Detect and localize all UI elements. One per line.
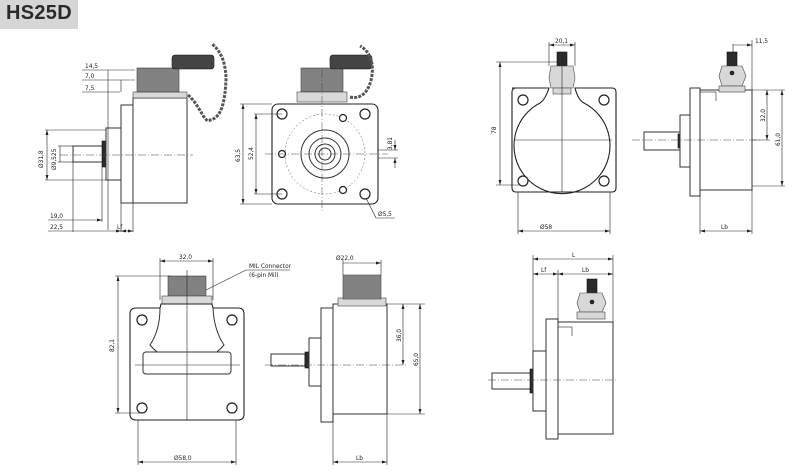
- dim-7-5: 7,5: [85, 84, 95, 92]
- side-view-gland: 11,5 32,0 61,0 Lb: [632, 37, 785, 234]
- flange: [120, 104, 134, 204]
- dim-dia-58-0: Ø58,0: [174, 454, 192, 462]
- dim-82-1: 82,1: [108, 339, 116, 352]
- dim-lb: Lb: [356, 454, 363, 462]
- dim-52-4: 52,4: [247, 147, 255, 160]
- dim-lb: Lb: [582, 266, 589, 274]
- mount-hole: [359, 188, 371, 200]
- dim-14-5: 14,5: [85, 62, 98, 70]
- dim-78: 78: [490, 126, 498, 134]
- dim-63-5: 63,5: [234, 149, 242, 162]
- chain: [186, 42, 228, 123]
- title-badge: HS25D: [0, 0, 78, 29]
- mil-connector: [136, 67, 180, 93]
- front-view-chain: 63,5 52,4 3,81 Ø5,5: [234, 44, 398, 219]
- side-view-chain: 14,5 7,0 7,5 Ø31,8 Ø9,525 19,0 22,5 Lf: [37, 42, 228, 233]
- dim-32-0: 32,0: [179, 253, 192, 261]
- dim-dia-58: Ø58: [540, 223, 552, 231]
- shaft-collar: [101, 140, 107, 168]
- mil-callout-line2: (6-pin Mil): [249, 271, 279, 279]
- dim-65-0: 65,0: [412, 353, 420, 366]
- mil-callout-line1: MIL Connector: [249, 262, 292, 270]
- dim-dia-22-0: Ø22,0: [336, 254, 354, 262]
- shaft: [72, 145, 104, 163]
- side-view-mil: Ø22,0 36,0 65,0 Lb: [265, 254, 425, 465]
- dim-19-0: 19,0: [50, 212, 63, 220]
- front-view-mil: 32,0 82,1 MIL Connector (6-pin Mil) Ø58,…: [108, 253, 292, 465]
- housing: [132, 97, 188, 204]
- dim-dia-9-525: Ø9,525: [50, 148, 58, 170]
- dim-7-0: 7,0: [85, 72, 95, 80]
- dim-lf: Lf: [117, 223, 123, 231]
- dim-l: L: [572, 251, 576, 259]
- dim-61-0: 61,0: [774, 133, 782, 146]
- dim-32-0: 32,0: [759, 109, 767, 122]
- dim-20-1: 20,1: [555, 37, 568, 45]
- dim-11-5: 11,5: [755, 37, 768, 45]
- chain: [349, 44, 374, 100]
- dim-dia-31-8: Ø31,8: [37, 150, 45, 168]
- model-title: HS25D: [6, 2, 72, 24]
- mount-hole: [359, 108, 371, 120]
- side-view-length: L Lf Lb: [488, 251, 618, 440]
- dim-3-81: 3,81: [386, 137, 394, 150]
- dim-lf: Lf: [541, 266, 547, 274]
- front-view-gland: 20,1 78 Ø58: [490, 37, 617, 234]
- dust-cap: [329, 54, 373, 70]
- dim-hole-dia: Ø5,5: [378, 210, 392, 218]
- dim-lb: Lb: [721, 223, 728, 231]
- dust-cap: [171, 54, 215, 70]
- dim-22-5: 22,5: [50, 223, 63, 231]
- dim-36-0: 36,0: [395, 329, 403, 342]
